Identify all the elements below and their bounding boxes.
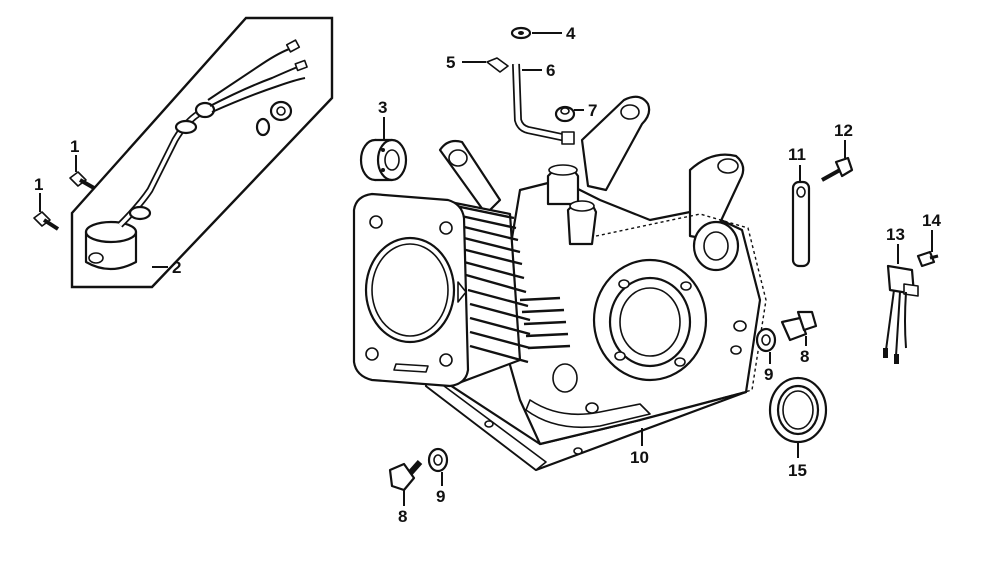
bearing-part-3 [359,138,408,182]
callout-3: 3 [378,98,387,117]
callout-6: 6 [546,61,555,80]
breather-tube-part-6 [512,63,575,145]
callout-8-right: 8 [800,347,809,366]
callout-11: 11 [788,145,806,164]
washer-part-4 [510,26,532,40]
callout-12: 12 [834,121,853,140]
dipstick-part-11 [791,180,811,268]
clip-part-5 [486,57,509,73]
callout-1-lower: 1 [34,175,43,194]
callout-2: 2 [172,258,181,277]
bolt-part-8-right [780,310,818,342]
oil-seal-part-15 [768,376,828,444]
callout-14: 14 [922,211,941,230]
washer-part-9-right [755,327,777,353]
callout-8-bottom: 8 [398,507,407,526]
callout-9-right: 9 [764,365,773,384]
callout-15: 15 [788,461,807,480]
washer-part-9-bottom [427,447,449,473]
bolt-part-1-lower [33,211,60,231]
callout-labels: 1 1 2 3 4 5 6 7 8 8 9 9 10 11 12 13 14 1… [34,24,941,526]
callout-1-upper: 1 [70,137,79,156]
crankcase-part-10 [352,95,767,472]
bolt-part-12 [821,156,854,182]
callout-7: 7 [588,101,597,120]
bolt-part-14 [916,250,939,268]
grommet-part-7 [554,105,576,123]
callout-10: 10 [630,448,649,467]
callout-5: 5 [446,53,455,72]
leader-lines [39,32,933,506]
bolt-part-1-upper [69,171,95,190]
callout-9-bottom: 9 [436,487,445,506]
callout-4: 4 [566,24,576,43]
bolt-part-8-bottom [388,460,423,492]
oil-sensor-part-13 [883,264,919,364]
ignition-coil-inset [70,16,334,289]
callout-13: 13 [886,225,905,244]
